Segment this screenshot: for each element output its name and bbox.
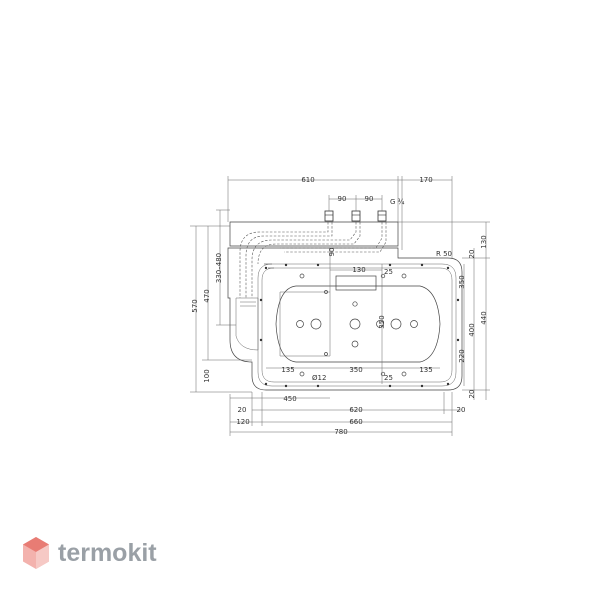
dim-350-right: 350 [458, 275, 466, 288]
dim-400: 400 [468, 323, 476, 336]
dim-570: 570 [191, 299, 199, 312]
dim-130-inner: 130 [352, 266, 365, 274]
dim-610: 610 [301, 176, 314, 184]
dim-20-top: 20 [468, 250, 476, 259]
dim-diameter-12: Ø12 [312, 374, 326, 382]
dim-470: 470 [203, 289, 211, 302]
dim-350-h: 350 [349, 366, 362, 374]
mounting-marks [259, 263, 460, 388]
dim-25-bottom: 25 [384, 374, 393, 382]
brand-logo: termokit [22, 536, 157, 570]
dim-350-vertical: 350 [378, 315, 386, 328]
pipe-routing [239, 222, 387, 298]
dim-thread-g: G ¾ [390, 198, 405, 206]
dim-660: 660 [349, 418, 362, 426]
brand-cube-icon [23, 537, 49, 569]
dimension-lines [190, 176, 490, 436]
brand-name: termokit [58, 538, 157, 567]
dim-20-right-bottom: 20 [457, 406, 466, 414]
dim-radius: R 50 [436, 250, 452, 258]
dim-330-480: 330–480 [215, 253, 223, 283]
dim-100: 100 [203, 369, 211, 382]
dim-440: 440 [480, 311, 488, 324]
dim-620: 620 [349, 406, 362, 414]
dim-20-right: 20 [468, 390, 476, 399]
dim-90-a: 90 [338, 195, 347, 203]
dim-25-top: 25 [384, 268, 393, 276]
tub-outline [227, 221, 463, 391]
dim-135-a: 135 [281, 366, 294, 374]
dim-20-left: 20 [238, 406, 247, 414]
dim-90-b: 90 [365, 195, 374, 203]
dim-135-b: 135 [419, 366, 432, 374]
dimension-labels: 610 170 90 90 G ¾ R 50 130 25 350 135 13… [191, 176, 488, 436]
dim-170: 170 [419, 176, 432, 184]
connector-group [324, 210, 387, 222]
dim-120: 120 [236, 418, 249, 426]
dim-220: 220 [458, 349, 466, 362]
dim-780: 780 [334, 428, 347, 436]
jet-holes [296, 273, 418, 377]
dim-90-small: 90 [328, 248, 336, 257]
dim-450: 450 [283, 395, 296, 403]
dim-130-top: 130 [480, 235, 488, 248]
